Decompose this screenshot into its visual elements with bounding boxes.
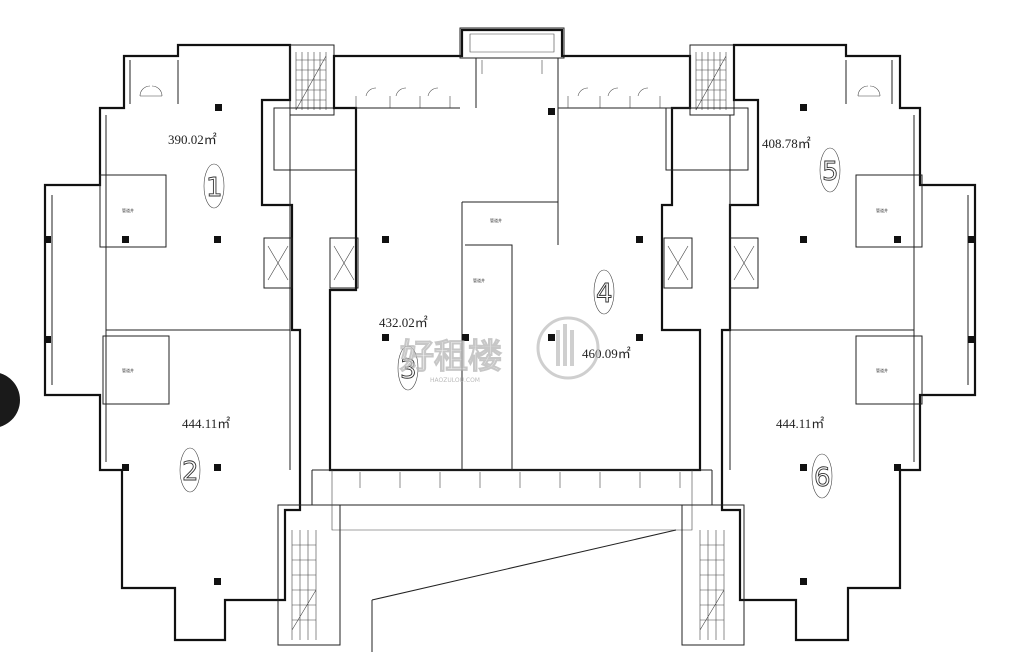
unit-number: 6 <box>814 463 831 493</box>
svg-text:管道井: 管道井 <box>876 367 888 373</box>
svg-text:管道井: 管道井 <box>473 277 485 283</box>
watermark-text: 好租楼 <box>399 337 502 377</box>
unit-number: 5 <box>822 157 839 187</box>
unit-number: 4 <box>596 279 613 309</box>
centre-block: 管道井 管道井 <box>311 27 735 652</box>
unit-number: 1 <box>206 173 223 203</box>
unit-number: 2 <box>182 457 199 487</box>
svg-text:管道井: 管道井 <box>490 217 502 223</box>
watermark-subtext: HAOZULOU.COM <box>430 377 480 384</box>
svg-text:管道井: 管道井 <box>876 207 888 213</box>
unit-area-label: 390.02㎡ <box>168 132 217 147</box>
svg-text:管道井: 管道井 <box>122 207 134 213</box>
left-wing: 管道井 管道井 <box>43 43 359 646</box>
unit-6: 444.11㎡ 6 <box>776 416 833 499</box>
edge-dark-circle <box>0 373 20 427</box>
watermark-logo-icon <box>536 316 600 380</box>
unit-5: 408.78㎡ 5 <box>762 136 841 193</box>
unit-number: 3 <box>400 355 417 385</box>
unit-3: 432.02㎡ 3 <box>379 315 428 391</box>
svg-text:管道井: 管道井 <box>122 367 134 373</box>
unit-1: 390.02㎡ 1 <box>168 132 225 209</box>
unit-2: 444.11㎡ 2 <box>179 416 230 493</box>
unit-4: 4 460.09㎡ <box>582 269 631 361</box>
unit-area-label: 444.11㎡ <box>182 416 230 431</box>
right-wing: 管道井 管道井 <box>663 43 977 646</box>
unit-area-label: 444.11㎡ <box>776 416 824 431</box>
unit-area-label: 408.78㎡ <box>762 136 811 151</box>
watermark: 好租楼 HAOZULOU.COM <box>399 316 600 384</box>
unit-area-label: 432.02㎡ <box>379 315 428 330</box>
unit-area-label: 460.09㎡ <box>582 346 631 361</box>
